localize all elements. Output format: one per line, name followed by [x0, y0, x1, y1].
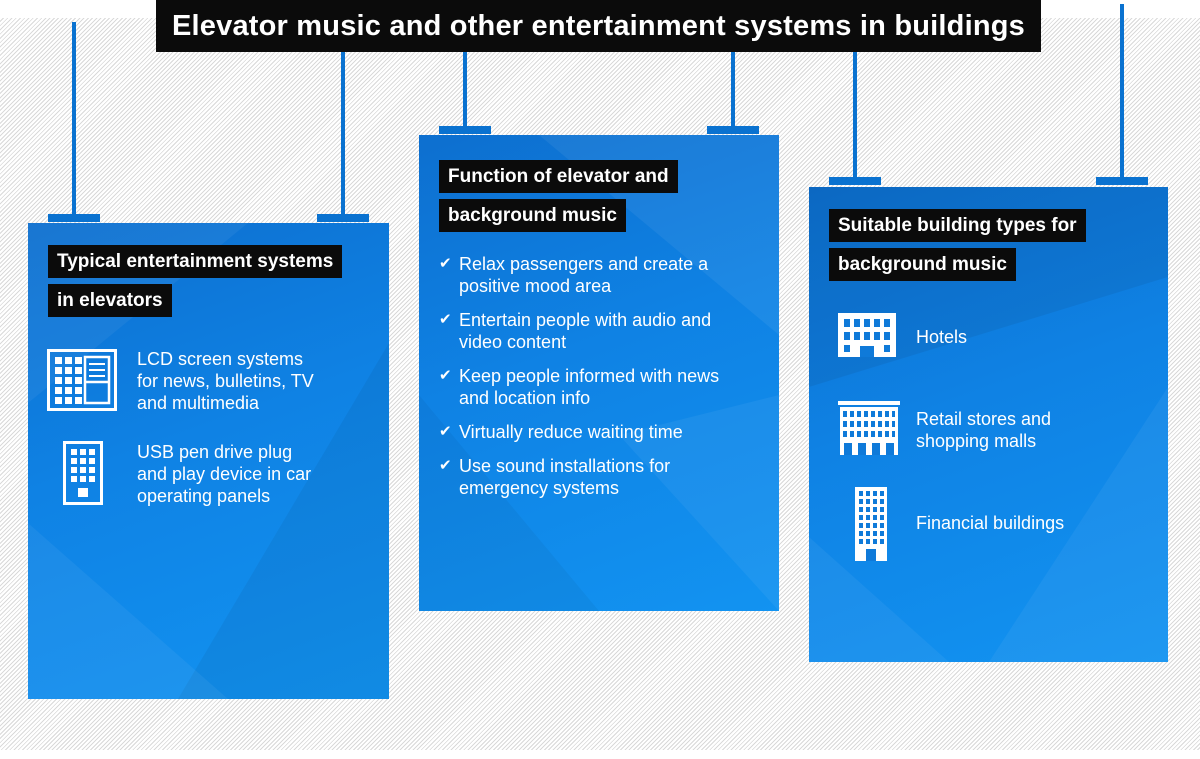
- office-tower-icon: [855, 487, 887, 561]
- retail-building-icon: [838, 401, 900, 455]
- panel-heading-line-1: Function of elevator and: [439, 160, 678, 193]
- hotels-text: Hotels: [916, 327, 968, 347]
- center-panel-wire-left: [463, 52, 467, 126]
- checkmark-icon: ✔: [439, 423, 452, 440]
- left-panel-bracket-right: [317, 214, 369, 222]
- panel-music-functions: Function of elevator and background musi…: [419, 135, 779, 611]
- hotel-building-icon: [838, 313, 896, 357]
- left-panel-wire-left: [72, 22, 76, 215]
- lcd-screen-systems-text: LCD screen systems for news, bulletins, …: [137, 349, 314, 413]
- right-panel-wire-right: [1120, 4, 1124, 178]
- retail-stores-text: Retail stores and shopping malls: [916, 409, 1052, 451]
- right-panel-bracket-right: [1096, 177, 1148, 185]
- checkmark-icon: ✔: [439, 367, 452, 384]
- usb-device-text: USB pen drive plug and play device in ca…: [137, 442, 312, 506]
- checkmark-icon: ✔: [439, 311, 452, 328]
- left-panel-bracket-left: [48, 214, 100, 222]
- center-panel-bracket-left: [439, 126, 491, 134]
- page-title: Elevator music and other entertainment s…: [156, 0, 1041, 52]
- panel-heading-line-1: Suitable building types for: [829, 209, 1086, 242]
- list-item: ✔Virtually reduce waiting time: [439, 422, 683, 442]
- right-panel-bracket-left: [829, 177, 881, 185]
- panel-heading-line-2: in elevators: [48, 284, 172, 317]
- checkmark-icon: ✔: [439, 255, 452, 272]
- left-panel-wire-right: [341, 52, 345, 215]
- lcd-screen-icon: [47, 349, 117, 411]
- panel-heading-line-2: background music: [439, 199, 626, 232]
- panel-building-types: Suitable building types for background m…: [809, 187, 1168, 662]
- panel-heading-line-1: Typical entertainment systems: [48, 245, 343, 278]
- panel-heading-line-2: background music: [829, 248, 1016, 281]
- financial-buildings-text: Financial buildings: [916, 513, 1065, 533]
- center-panel-bracket-right: [707, 126, 759, 134]
- usb-device-panel-icon: [63, 441, 103, 505]
- right-panel-wire-left: [853, 52, 857, 178]
- checkmark-icon: ✔: [439, 457, 452, 474]
- center-panel-wire-right: [731, 52, 735, 126]
- panel-entertainment-systems: Typical entertainment systems in elevato…: [28, 223, 389, 699]
